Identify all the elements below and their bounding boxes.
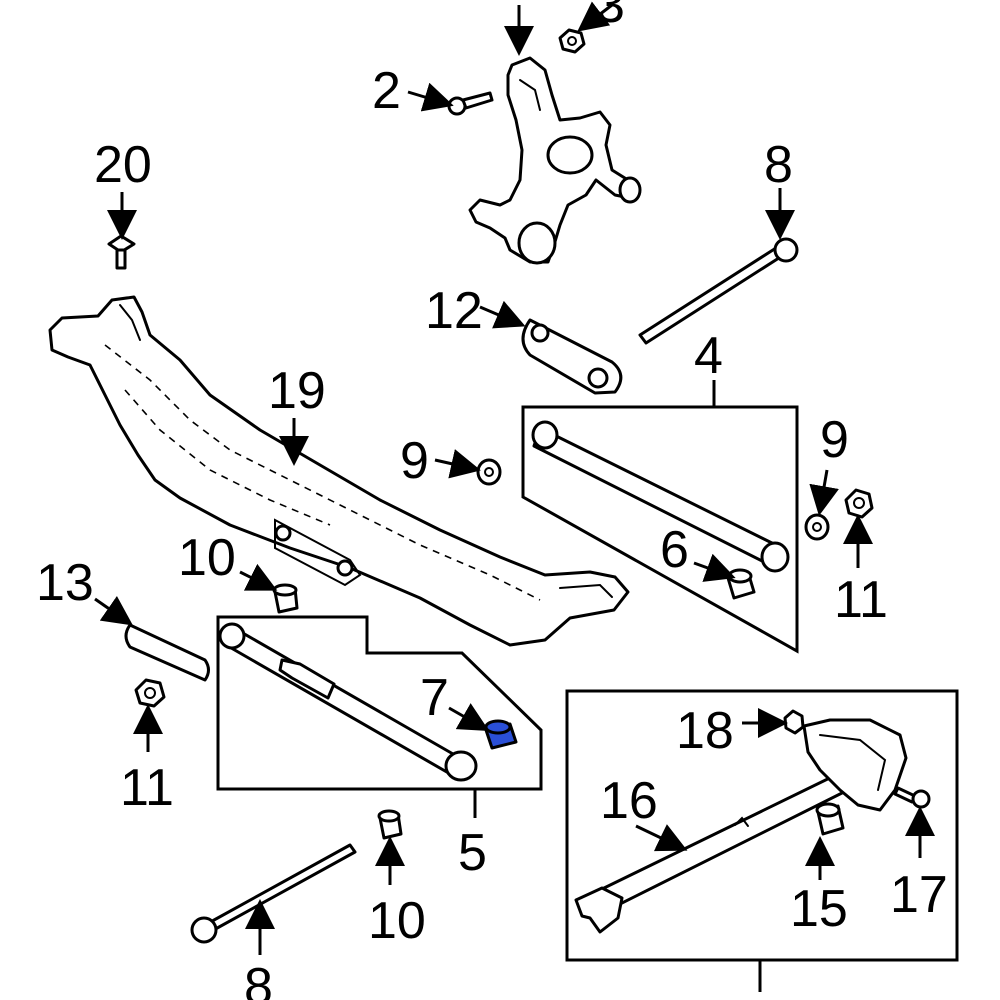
bushing-part-6 [726, 568, 756, 600]
callout-13: 13 [36, 554, 94, 612]
bushing-part-10-bottom [377, 809, 403, 840]
bushing-face [484, 719, 512, 735]
nut-part-18 [783, 709, 805, 735]
crossmember-part-19 [48, 295, 630, 647]
callout-9-right: 9 [820, 411, 849, 469]
callout-10-bottom: 10 [368, 892, 426, 950]
arm-part-4 [531, 420, 790, 573]
bolt-part-8-bottom [190, 843, 357, 944]
bolt-part-20 [107, 234, 136, 270]
callout-9-center: 9 [400, 432, 429, 490]
callout-8-bottom: 8 [244, 958, 273, 1000]
callout-6: 6 [660, 521, 689, 579]
callout-4: 4 [694, 327, 723, 385]
callout-15: 15 [790, 880, 848, 938]
callout-8-top: 8 [764, 136, 793, 194]
callout-18: 18 [676, 702, 734, 760]
group-box-14 [565, 689, 959, 992]
callout-7: 7 [420, 669, 449, 727]
bushing-part-15 [815, 802, 845, 836]
trailing-arm-part-16 [574, 718, 908, 934]
bushing-part-9-right [804, 513, 830, 541]
callout-17: 17 [890, 866, 948, 924]
callout-labels: 3 2 20 8 12 4 19 9 9 6 10 13 11 7 18 11 … [36, 0, 948, 1000]
bushing-part-9-center [476, 458, 502, 486]
callout-2: 2 [372, 62, 401, 120]
bolt-part-2 [447, 91, 494, 116]
adjustable-arm-part-5 [218, 622, 478, 782]
callout-19: 19 [268, 362, 326, 420]
nut-part-11-left [134, 678, 166, 708]
knuckle-part-1 [468, 56, 642, 265]
bushing-part-10-center [272, 583, 299, 614]
nut-part-3 [558, 28, 586, 54]
callout-16: 16 [600, 772, 658, 830]
callout-20: 20 [94, 136, 152, 194]
callout-5: 5 [458, 824, 487, 882]
group-box-5 [216, 615, 543, 818]
bolt-part-17 [893, 786, 931, 809]
callout-11-right: 11 [834, 571, 888, 629]
callout-11-left: 11 [120, 759, 174, 817]
link-plate-part-12 [521, 318, 623, 395]
callout-10-center: 10 [178, 529, 236, 587]
group-box-4 [521, 380, 799, 654]
callout-3: 3 [596, 0, 625, 34]
link-bar-part-13 [124, 623, 210, 682]
nut-part-11-right [844, 488, 874, 519]
leader-arrows [94, 1, 935, 955]
callout-12: 12 [425, 282, 483, 340]
bushing-part-7-highlighted [484, 719, 518, 750]
